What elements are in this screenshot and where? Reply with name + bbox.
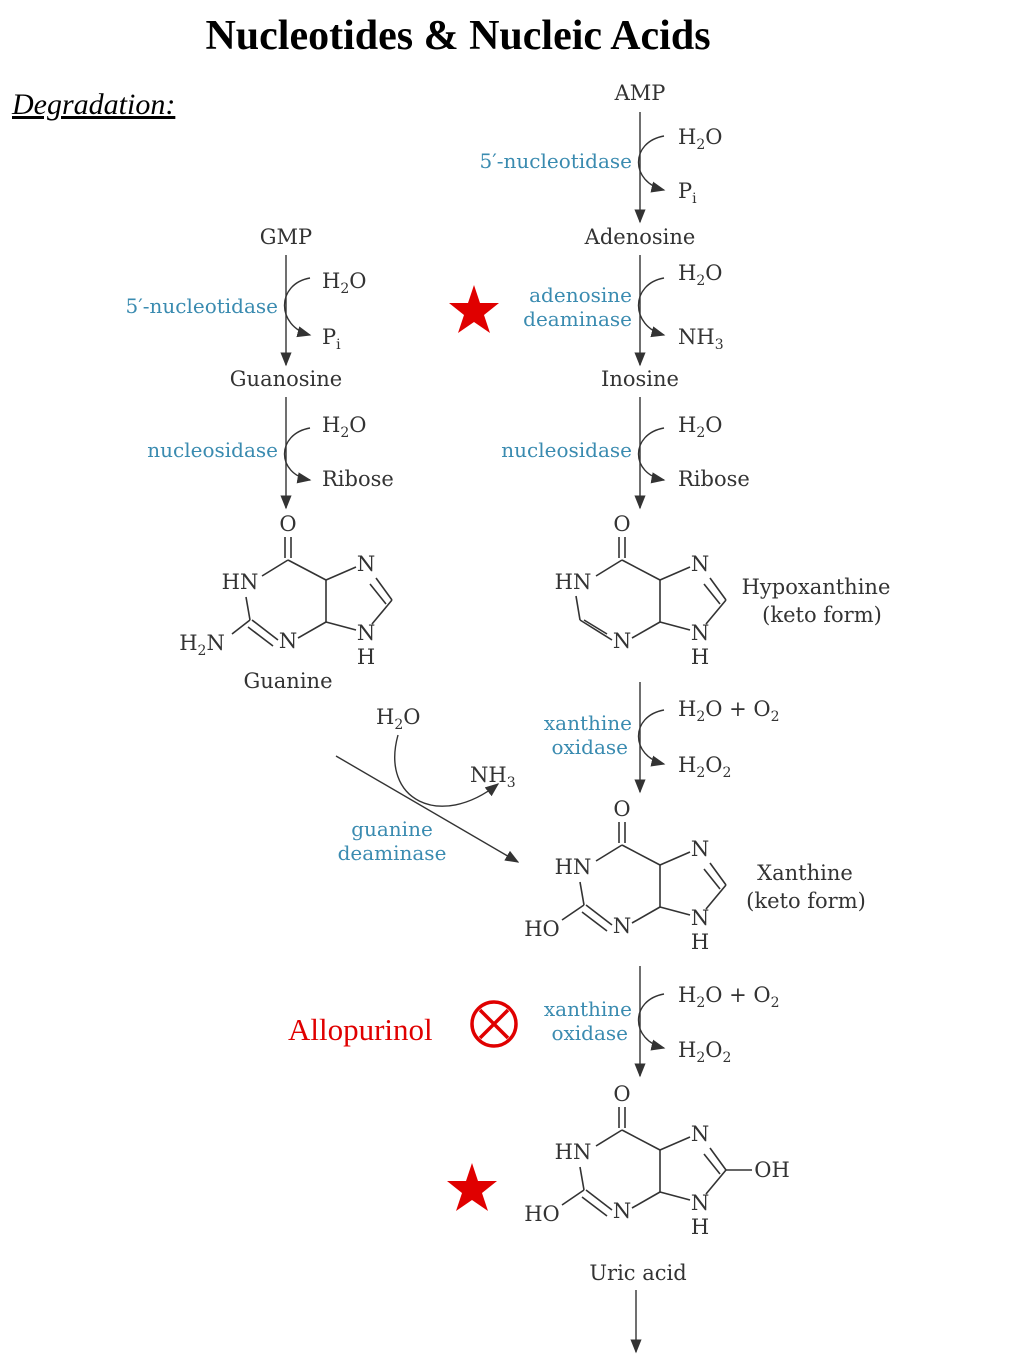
- svg-text:O: O: [613, 1082, 630, 1106]
- enzyme-nucleosidase-left: nucleosidase: [147, 438, 278, 462]
- svg-text:N: N: [691, 837, 709, 861]
- product-nh3-gd: NH3: [470, 763, 516, 791]
- enzyme-xanthine-oxidase-1-line1: xanthine: [544, 711, 632, 735]
- enzyme-nucleosidase-right: nucleosidase: [501, 438, 632, 462]
- inosine-label: Inosine: [601, 367, 679, 391]
- amp-label: AMP: [614, 81, 666, 105]
- page-title: Nucleotides & Nucleic Acids: [205, 13, 711, 59]
- curved-arrow-l2: [284, 427, 312, 484]
- reactant-h2o-gd: H2O: [376, 705, 420, 733]
- svg-text:N: N: [357, 552, 375, 576]
- svg-text:HO: HO: [524, 917, 560, 941]
- guanine-structure: O HN N N H N H2N: [179, 512, 393, 669]
- svg-text:N: N: [279, 629, 297, 653]
- hypoxanthine-form: (keto form): [762, 603, 882, 627]
- xanthine-label: Xanthine: [757, 861, 853, 885]
- star-icon-uric-acid: [447, 1163, 497, 1211]
- enzyme-5-nucleotidase-left: 5′-nucleotidase: [125, 294, 278, 318]
- curved-arrow-r3: [638, 427, 666, 484]
- svg-text:H: H: [691, 930, 709, 954]
- allopurinol-label: Allopurinol: [288, 1012, 433, 1047]
- svg-text:N: N: [357, 621, 375, 645]
- gmp-label: GMP: [260, 225, 312, 249]
- svg-text:N: N: [613, 1199, 631, 1223]
- enzyme-xanthine-oxidase-2-line2: oxidase: [551, 1021, 628, 1045]
- svg-text:N: N: [613, 914, 631, 938]
- svg-text:H: H: [691, 1215, 709, 1239]
- reactant-h2o-r3: H2O: [678, 413, 722, 441]
- product-ribose-r3: Ribose: [678, 467, 750, 491]
- svg-text:HN: HN: [222, 570, 259, 594]
- svg-text:N: N: [691, 552, 709, 576]
- hypoxanthine-structure: O HN N N H N: [555, 512, 727, 669]
- curved-arrow-r1: [638, 135, 666, 193]
- arrow-guanine-xanthine: [335, 755, 520, 863]
- product-pi-r1: Pi: [678, 179, 697, 207]
- svg-text:N: N: [691, 906, 709, 930]
- curved-arrow-l1: [284, 277, 312, 338]
- reactant-h2o-r2: H2O: [678, 261, 722, 289]
- product-h2o2-r4: H2O2: [678, 753, 731, 781]
- product-nh3-r2: NH3: [678, 325, 724, 353]
- svg-text:O: O: [613, 512, 630, 536]
- enzyme-adenosine-deaminase-line2: deaminase: [523, 307, 632, 331]
- enzyme-xanthine-oxidase-1-line2: oxidase: [551, 735, 628, 759]
- product-pi-l1: Pi: [322, 325, 341, 353]
- xanthine-structure: O HN N N H N HO: [524, 797, 727, 954]
- svg-text:N: N: [613, 629, 631, 653]
- svg-text:H2N: H2N: [179, 631, 225, 659]
- svg-text:HN: HN: [555, 855, 592, 879]
- enzyme-xanthine-oxidase-2-line1: xanthine: [544, 997, 632, 1021]
- guanine-label: Guanine: [243, 669, 332, 693]
- curved-arrow-r4: [638, 709, 666, 767]
- curved-arrow-r5: [638, 993, 666, 1051]
- uric-acid-structure: O HN N OH N H N HO: [524, 1082, 790, 1239]
- curved-arrow-guanine-deaminase: [394, 734, 500, 807]
- curved-arrow-r2: [638, 277, 666, 338]
- reactant-h2o-o2-r5: H2O + O2: [678, 983, 780, 1011]
- reactant-h2o-r1: H2O: [678, 125, 722, 153]
- enzyme-guanine-deaminase-line1: guanine: [351, 817, 433, 841]
- svg-text:O: O: [279, 512, 296, 536]
- svg-text:H: H: [357, 645, 375, 669]
- svg-text:HO: HO: [524, 1202, 560, 1226]
- svg-text:HN: HN: [555, 1140, 592, 1164]
- enzyme-5-nucleotidase-right: 5′-nucleotidase: [479, 149, 632, 173]
- svg-text:H: H: [691, 645, 709, 669]
- svg-text:N: N: [691, 1122, 709, 1146]
- guanosine-label: Guanosine: [230, 367, 342, 391]
- svg-text:O: O: [613, 797, 630, 821]
- svg-text:N: N: [691, 1191, 709, 1215]
- svg-text:OH: OH: [754, 1158, 790, 1182]
- inhibition-icon: [470, 1000, 518, 1048]
- uric-acid-label: Uric acid: [589, 1261, 686, 1285]
- svg-text:N: N: [691, 621, 709, 645]
- product-ribose-l2: Ribose: [322, 467, 394, 491]
- adenosine-label: Adenosine: [584, 225, 696, 249]
- enzyme-adenosine-deaminase-line1: adenosine: [529, 283, 632, 307]
- section-heading: Degradation:: [12, 88, 176, 121]
- xanthine-form: (keto form): [746, 889, 866, 913]
- hypoxanthine-label: Hypoxanthine: [742, 575, 891, 599]
- product-h2o2-r5: H2O2: [678, 1038, 731, 1066]
- reactant-h2o-l1: H2O: [322, 269, 366, 297]
- enzyme-guanine-deaminase-line2: deaminase: [338, 841, 447, 865]
- star-icon-adenosine-deaminase: [449, 285, 499, 333]
- svg-text:HN: HN: [555, 570, 592, 594]
- reactant-h2o-o2-r4: H2O + O2: [678, 697, 780, 725]
- reactant-h2o-l2: H2O: [322, 413, 366, 441]
